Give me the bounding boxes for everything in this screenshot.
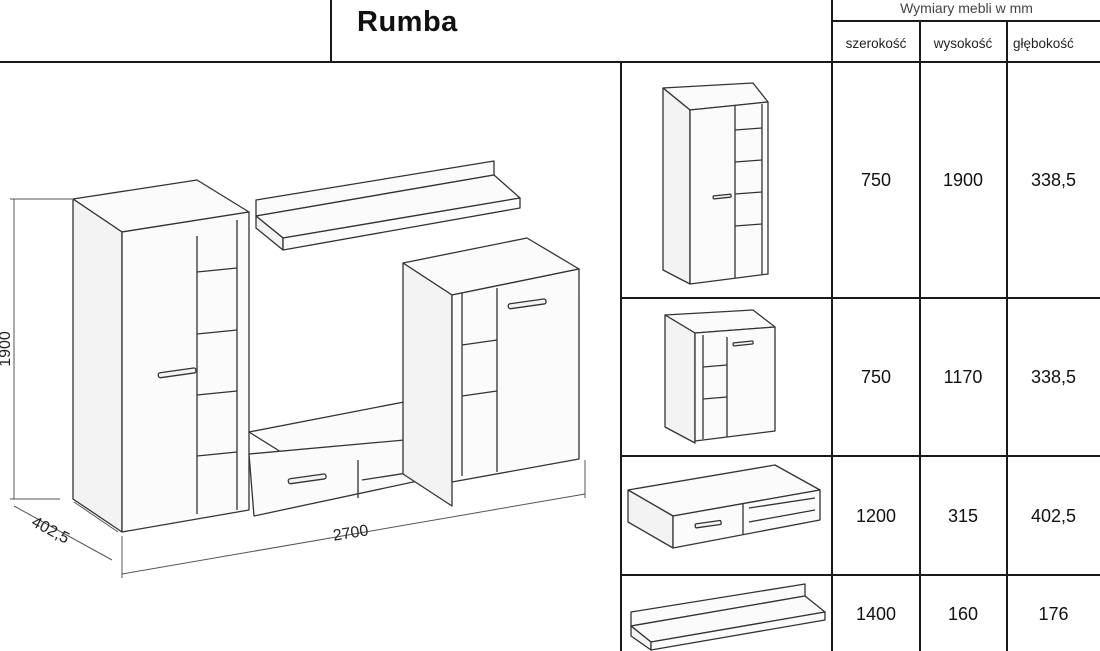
page-title: Rumba — [357, 6, 458, 38]
row3-height: 315 — [947, 506, 979, 526]
row4-width: 1400 — [855, 604, 897, 624]
dimensions-header: Wymiary mebli w mm — [900, 0, 1033, 16]
row1-height: 1900 — [942, 170, 984, 190]
grid-line-image-col-left — [620, 62, 622, 651]
wall-shelf-drawing — [630, 583, 826, 651]
row1-width: 750 — [860, 170, 892, 190]
column-header-width: szerokość — [845, 36, 907, 51]
grid-line-top-header-divider — [330, 0, 332, 62]
row4-depth: 176 — [1038, 604, 1069, 624]
row2-height: 1170 — [943, 367, 983, 387]
grid-line-row1-bottom — [620, 297, 1100, 299]
row2-depth: 338,5 — [1030, 367, 1077, 387]
grid-line-col2 — [1006, 21, 1008, 651]
tall-cabinet-drawing — [662, 82, 769, 285]
overall-height-label: 1900 — [0, 331, 14, 367]
grid-line-row3-bottom — [620, 574, 1100, 576]
grid-line-table-left — [831, 0, 833, 651]
row3-depth: 402,5 — [1030, 506, 1077, 526]
low-cabinet-drawing — [664, 309, 776, 444]
row2-width: 750 — [860, 367, 892, 387]
row3-width: 1200 — [855, 506, 897, 526]
row4-height: 160 — [947, 604, 979, 624]
furniture-set-drawing — [10, 160, 586, 578]
column-header-height: wysokość — [933, 36, 993, 51]
grid-line-row2-bottom — [620, 455, 1100, 457]
grid-line-header-bottom — [0, 61, 1100, 63]
row1-depth: 338,5 — [1030, 170, 1077, 190]
grid-line-subheader-top — [831, 20, 1100, 22]
grid-line-col1 — [919, 21, 921, 651]
column-header-depth: głębokość — [1013, 36, 1074, 51]
tv-stand-drawing — [627, 464, 821, 549]
